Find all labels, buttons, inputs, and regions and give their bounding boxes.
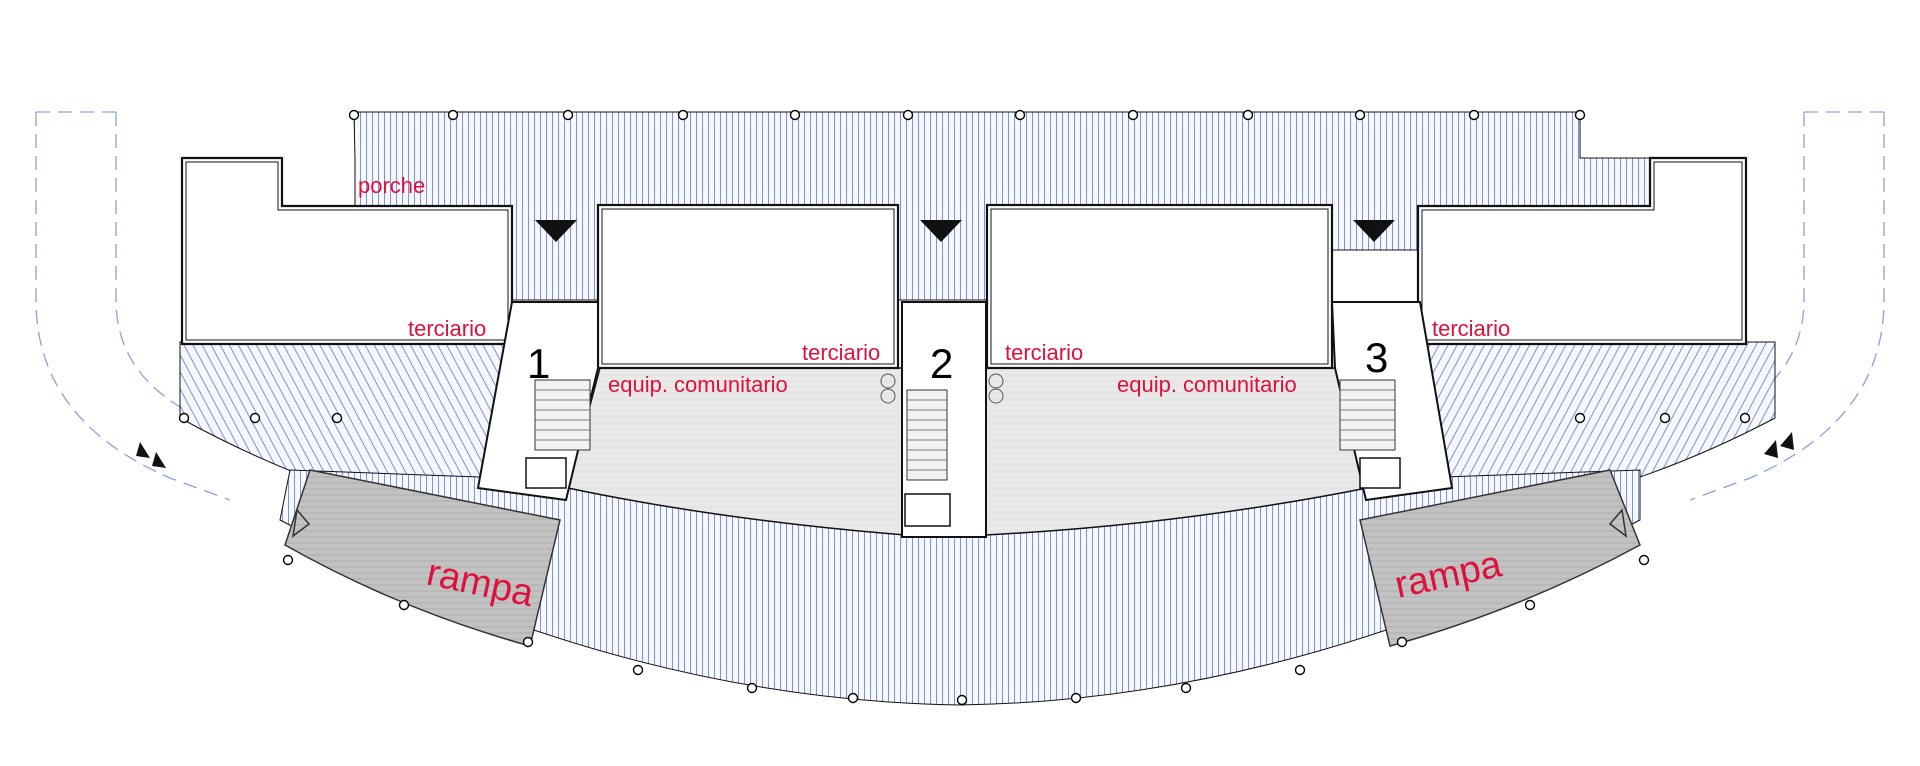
access-arrow-icon <box>1764 440 1778 458</box>
stair-number-3: 3 <box>1365 334 1388 381</box>
ramp-left <box>284 469 561 647</box>
label-terciario-4: terciario <box>1432 316 1510 341</box>
label-terciario-3: terciario <box>1005 340 1083 365</box>
entrance-arrow-icon <box>920 220 962 242</box>
building-center-right <box>985 203 1334 370</box>
community-floor-right <box>984 367 1368 536</box>
ramp-right <box>1359 469 1641 647</box>
columns <box>178 109 1751 706</box>
community-floor-left <box>567 367 906 536</box>
entrance-arrow-icon <box>1353 220 1395 242</box>
entrance-arrow-icon <box>535 220 577 242</box>
label-terciario-2: terciario <box>802 340 880 365</box>
stair-number-1: 1 <box>527 340 550 387</box>
ramp-arrow-icon <box>1608 508 1628 538</box>
building-far-left <box>180 156 514 346</box>
building-center-left <box>596 203 900 370</box>
stair-treads <box>534 379 1396 481</box>
entrance-markers <box>136 220 1794 468</box>
label-equip-1: equip. comunitario <box>608 372 788 397</box>
stair-number-2: 2 <box>930 340 953 387</box>
label-terciario-1: terciario <box>408 316 486 341</box>
access-arrow-icon <box>1780 432 1794 450</box>
elevators <box>525 457 1401 527</box>
label-equip-2: equip. comunitario <box>1117 372 1297 397</box>
ramp-arrow-icon <box>291 508 311 538</box>
label-porche: porche <box>358 173 425 198</box>
access-arrow-icon <box>152 452 166 468</box>
access-arrow-icon <box>136 442 150 458</box>
